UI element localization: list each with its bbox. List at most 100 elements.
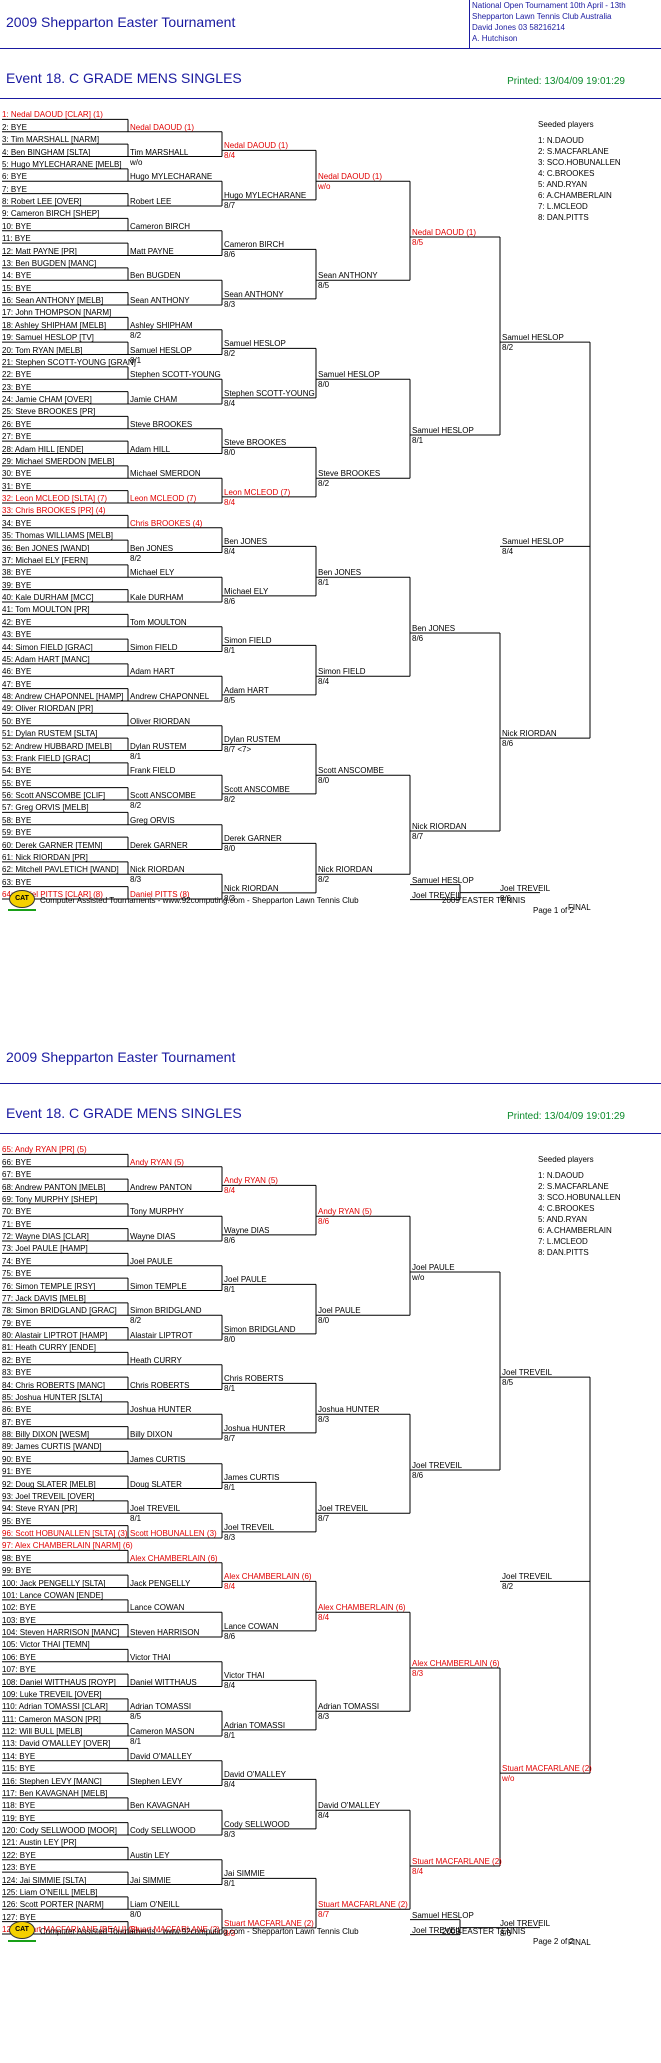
winner-name: Lance COWAN (224, 1621, 279, 1631)
seed-entry: 3: SCO.HOBUNALLEN (538, 158, 621, 167)
winner-name: Stuart MACFARLANE (2) (502, 1764, 592, 1774)
winner-name: Liam O'NEILL (130, 1900, 180, 1910)
match-score: 8/6 (224, 250, 236, 260)
winner-name: Cody SELLWOOD (130, 1826, 196, 1835)
winner-name: James CURTIS (130, 1454, 186, 1464)
match-score: 8/4 (224, 1780, 236, 1790)
winner-name: Sean ANTHONY (224, 289, 284, 299)
winner-name: Chris ROBERTS (224, 1374, 284, 1384)
draw-entry: 87: BYE (2, 1417, 32, 1427)
draw-entry: 104: Steven HARRISON [MANC] (2, 1628, 120, 1637)
draw-entry: 23: BYE (2, 382, 32, 392)
winner-name: Derek GARNER (224, 834, 282, 844)
match-score: w/o (412, 1272, 425, 1282)
winner-name: Steven HARRISON (130, 1628, 200, 1637)
info-line: Shepparton Lawn Tennis Club Australia (472, 12, 612, 21)
winner-name: Sean ANTHONY (130, 296, 190, 305)
winner-name: Joel PAULE (412, 1262, 455, 1272)
draw-entry: 124: Jai SIMMIE [SLTA] (2, 1875, 87, 1885)
winner-name: Joel PAULE (318, 1306, 361, 1316)
draw-entry: 49: Oliver RIORDAN [PR] (2, 704, 94, 714)
draw-entry: 65: Andy RYAN [PR] (5) (2, 1145, 87, 1155)
winner-name: Adam HART (130, 667, 175, 677)
draw-entry: 120: Cody SELLWOOD [MOOR] (2, 1826, 117, 1835)
winner-name: Joel TREVEIL (502, 1572, 553, 1582)
draw-entry: 84: Chris ROBERTS [MANC] (2, 1380, 105, 1390)
draw-entry: 10: BYE (2, 221, 32, 231)
match-score: 8/0 (318, 1316, 330, 1326)
draw-entry: 66: BYE (2, 1157, 32, 1167)
draw-entry: 93: Joel TREVEIL [OVER] (2, 1491, 95, 1501)
draw-entry: 100: Jack PENGELLY [SLTA] (2, 1578, 106, 1588)
winner-name: Simon FIELD (224, 636, 272, 646)
draw-entry: 33: Chris BROOKES [PR] (4) (2, 506, 106, 516)
seed-entry: 7: L.MCLEOD (538, 202, 588, 211)
match-score: w/o (130, 157, 143, 167)
finalist-name: Joel TREVEIL (412, 890, 463, 900)
draw-entry: 128: Stuart MACFARLANE [BEAU] (2) (2, 1925, 139, 1934)
draw-entry: 40: Kale DURHAM [MCC] (2, 593, 94, 602)
match-score: 8/1 (130, 1737, 142, 1746)
draw-entry: 76: Simon TEMPLE [RSY] (2, 1281, 96, 1291)
draw-entry: 70: BYE (2, 1207, 32, 1217)
draw-entry: 28: Adam HILL [ENDE] (2, 444, 84, 454)
draw-entry: 35: Thomas WILLIAMS [MELB] (2, 531, 114, 541)
winner-name: Leon MCLEOD (7) (130, 494, 197, 503)
winner-name: Matt PAYNE (130, 246, 174, 256)
winner-name: Billy DIXON (130, 1430, 173, 1439)
winner-name: Michael ELY (130, 568, 175, 578)
draw-entry: 4: Ben BINGHAM [SLTA] (2, 147, 91, 157)
seed-entry: 3: SCO.HOBUNALLEN (538, 1193, 621, 1202)
winner-name: Heath CURRY (130, 1355, 182, 1365)
match-score: 8/2 (318, 479, 330, 489)
draw-entry: 58: BYE (2, 815, 32, 825)
draw-entry: 54: BYE (2, 766, 32, 776)
draw-page-2: 2009 Shepparton Easter Tournament Event … (0, 1035, 661, 2035)
draw-entry: 126: Scott PORTER [NARM] (2, 1900, 104, 1910)
winner-name: Scott ANSCOMBE (130, 791, 196, 800)
draw-entry: 12: Matt PAYNE [PR] (2, 246, 77, 256)
match-score: 8/0 (224, 844, 236, 854)
match-score: 8/1 (130, 751, 142, 761)
winner-name: Scott HOBUNALLEN (3) (130, 1529, 217, 1538)
draw-entry: 51: Dylan RUSTEM [SLTA] (2, 729, 98, 739)
footer-credit: Computer Assisted Tournaments - www.92co… (40, 1927, 359, 1936)
seeded-players-heading: Seeded players (538, 120, 594, 129)
winner-name: Samuel HESLOP (502, 333, 564, 343)
winner-name: Andrew CHAPONNEL (130, 692, 210, 701)
match-score: 8/7 (224, 200, 236, 210)
match-score: 8/2 (130, 330, 142, 340)
match-score: 8/1 (130, 355, 142, 365)
match-score: 8/3 (224, 1532, 236, 1542)
match-score: 8/3 (224, 893, 236, 903)
draw-entry: 8: Robert LEE [OVER] (2, 197, 82, 206)
draw-entry: 118: BYE (2, 1801, 36, 1811)
match-score: 8/7 (318, 1910, 330, 1920)
draw-entry: 56: Scott ANSCOMBE [CLIF] (2, 791, 106, 800)
match-score: 8/3 (224, 1829, 236, 1839)
page-number: Page 1 of 2 (533, 906, 574, 915)
bracket-lines (2, 1153, 591, 1936)
match-score: w/o (318, 182, 331, 192)
winner-name: Dylan RUSTEM (130, 741, 187, 751)
winner-name: Simon FIELD (130, 642, 178, 652)
winner-name: David O'MALLEY (224, 1770, 286, 1780)
draw-entry: 36: Ben JONES [WAND] (2, 543, 90, 553)
winner-name: Simon FIELD (318, 667, 366, 677)
match-score: 8/4 (224, 1681, 236, 1691)
winner-name: James CURTIS (224, 1473, 280, 1483)
winner-name: Ashley SHIPHAM (130, 320, 193, 330)
match-score: 8/1 (224, 646, 236, 656)
draw-entry: 73: Joel PAULE [HAMP] (2, 1244, 88, 1254)
match-score: 8/7 <7> (224, 745, 252, 755)
match-score: 8/5 (502, 1378, 514, 1388)
draw-entry: 108: Daniel WITTHAUS [ROYP] (2, 1677, 116, 1687)
match-score: 8/6 (224, 596, 236, 606)
draw-entry: 98: BYE (2, 1553, 32, 1563)
draw-entry: 86: BYE (2, 1405, 32, 1415)
winner-name: Tom MOULTON (130, 617, 187, 627)
winner-name: Adrian TOMASSI (318, 1702, 380, 1712)
winner-name: Ben JONES (224, 537, 268, 547)
draw-entry: 57: Greg ORVIS [MELB] (2, 803, 89, 813)
match-score: 8/2 (502, 1582, 514, 1592)
